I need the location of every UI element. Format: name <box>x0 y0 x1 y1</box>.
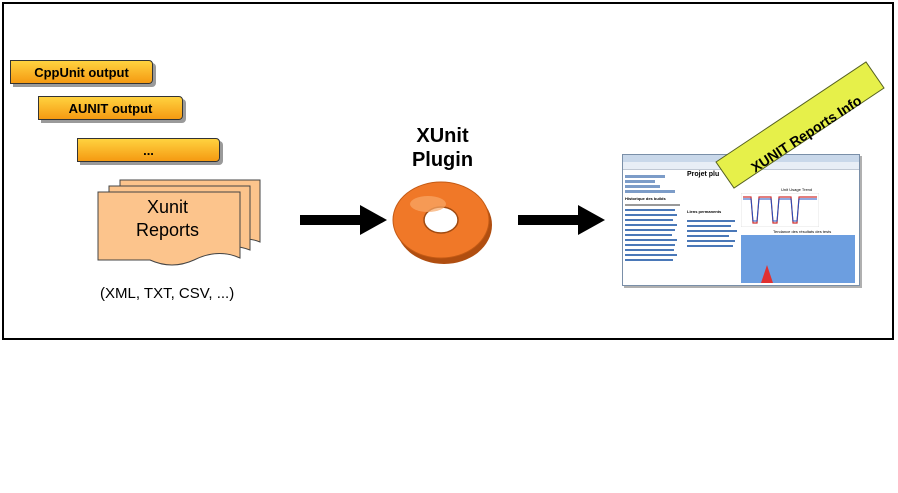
aunit-output-label: AUNIT output <box>68 100 153 116</box>
reports-line-2: Reports <box>135 220 200 240</box>
report-doc-front <box>97 191 241 266</box>
screenshot-results-chart <box>741 235 855 283</box>
aunit-output-tag: AUNIT output <box>38 96 183 120</box>
xunit-reports-stack <box>97 179 261 266</box>
xunit-reports-label: Xunit Reports <box>100 196 235 242</box>
more-output-tag: ... <box>77 138 220 162</box>
screenshot-permalinks-header: Liens permanents <box>687 209 722 214</box>
screenshot-link-list <box>687 217 739 250</box>
screenshot-chart2-title: Tendance des résultats des tests <box>773 229 832 234</box>
arrow-to-reports <box>518 205 605 235</box>
screenshot-sidebar: Historique des builds <box>625 173 683 285</box>
screenshot-title: Projet plu <box>687 171 720 178</box>
arrow-to-plugin <box>300 205 387 235</box>
plugin-title: XUnit Plugin <box>395 124 490 172</box>
cppunit-output-tag: CppUnit output <box>10 60 153 84</box>
screenshot-history-header: Historique des builds <box>625 196 666 201</box>
screenshot-trend-chart <box>741 193 819 227</box>
reports-line-1: Xunit <box>146 197 189 217</box>
plugin-line-2: Plugin <box>411 149 474 171</box>
screenshot-chart1-title: Unit Usage Trend <box>781 187 813 192</box>
cppunit-output-label: CppUnit output <box>34 64 129 80</box>
formats-label: (XML, TXT, CSV, ...) <box>100 285 235 302</box>
plugin-donut-icon <box>392 181 492 264</box>
xunit-reports-info-ribbon <box>715 61 885 189</box>
more-output-label: ... <box>143 142 154 158</box>
plugin-line-1: XUnit <box>416 125 469 147</box>
